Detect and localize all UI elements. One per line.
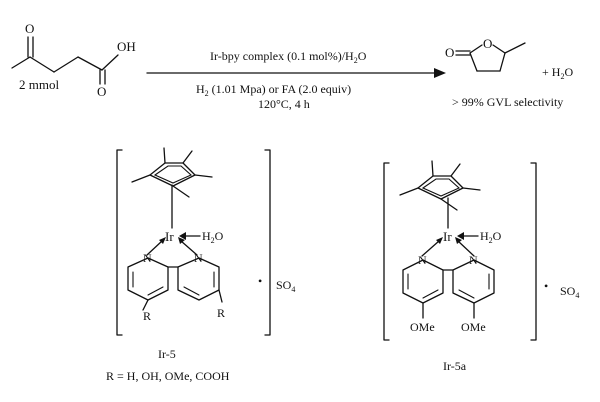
- nitrogen-label-ir5-right: N: [194, 251, 203, 265]
- hydroxyl-label: OH: [117, 39, 136, 54]
- gvl-product-structure: O O: [445, 36, 526, 72]
- counter-ion-ir5a: SO4: [560, 284, 579, 300]
- reaction-arrow: [146, 68, 446, 78]
- nitrogen-label-ir5-left: N: [143, 251, 152, 265]
- hydrogen-source-conditions: H2 (1.01 Mpa) or FA (2.0 equiv): [196, 82, 351, 98]
- complex-ir-5a: Ir H2O N N OMe OMe • SO4 Ir-5a: [383, 160, 579, 373]
- counter-ion-ir5: SO4: [276, 278, 295, 294]
- nitrogen-label-ir5a-left: N: [418, 253, 427, 267]
- reagent-conditions: Ir-bpy complex (0.1 mol%)/H2O: [210, 49, 367, 65]
- counter-ion-dot-ir5: •: [258, 274, 262, 288]
- levulinic-acid-structure: O OH O 2 mmol: [11, 21, 136, 99]
- r-group-definition: R = H, OH, OMe, COOH: [106, 369, 230, 383]
- gvl-selectivity: > 99% GVL selectivity: [452, 95, 563, 109]
- ring-oxygen-label: O: [483, 36, 492, 51]
- nitrogen-label-ir5a-right: N: [469, 253, 478, 267]
- complex-label-ir5: Ir-5: [158, 347, 176, 361]
- methoxy-left: OMe: [410, 320, 435, 334]
- temperature-time: 120°C, 4 h: [258, 97, 310, 111]
- complex-ir-5: Ir H2O N N R R • SO4 Ir-5 R = H, OH, OMe…: [106, 147, 295, 383]
- iridium-label-ir5: Ir: [165, 229, 174, 244]
- counter-ion-dot-ir5a: •: [544, 279, 548, 293]
- r-substituent-right: R: [217, 306, 225, 320]
- iridium-label-ir5a: Ir: [443, 229, 452, 244]
- methoxy-right: OMe: [461, 320, 486, 334]
- ketone-oxygen-label: O: [25, 21, 34, 36]
- water-byproduct: + H2O: [542, 65, 573, 81]
- aqua-ligand-ir5a: H2O: [480, 229, 502, 245]
- substrate-amount: 2 mmol: [19, 77, 59, 92]
- carbonyl-oxygen-label: O: [445, 45, 454, 60]
- acid-carbonyl-oxygen-label: O: [97, 84, 106, 99]
- aqua-ligand-ir5: H2O: [202, 229, 224, 245]
- r-substituent-left: R: [143, 309, 151, 323]
- complex-label-ir5a: Ir-5a: [443, 359, 467, 373]
